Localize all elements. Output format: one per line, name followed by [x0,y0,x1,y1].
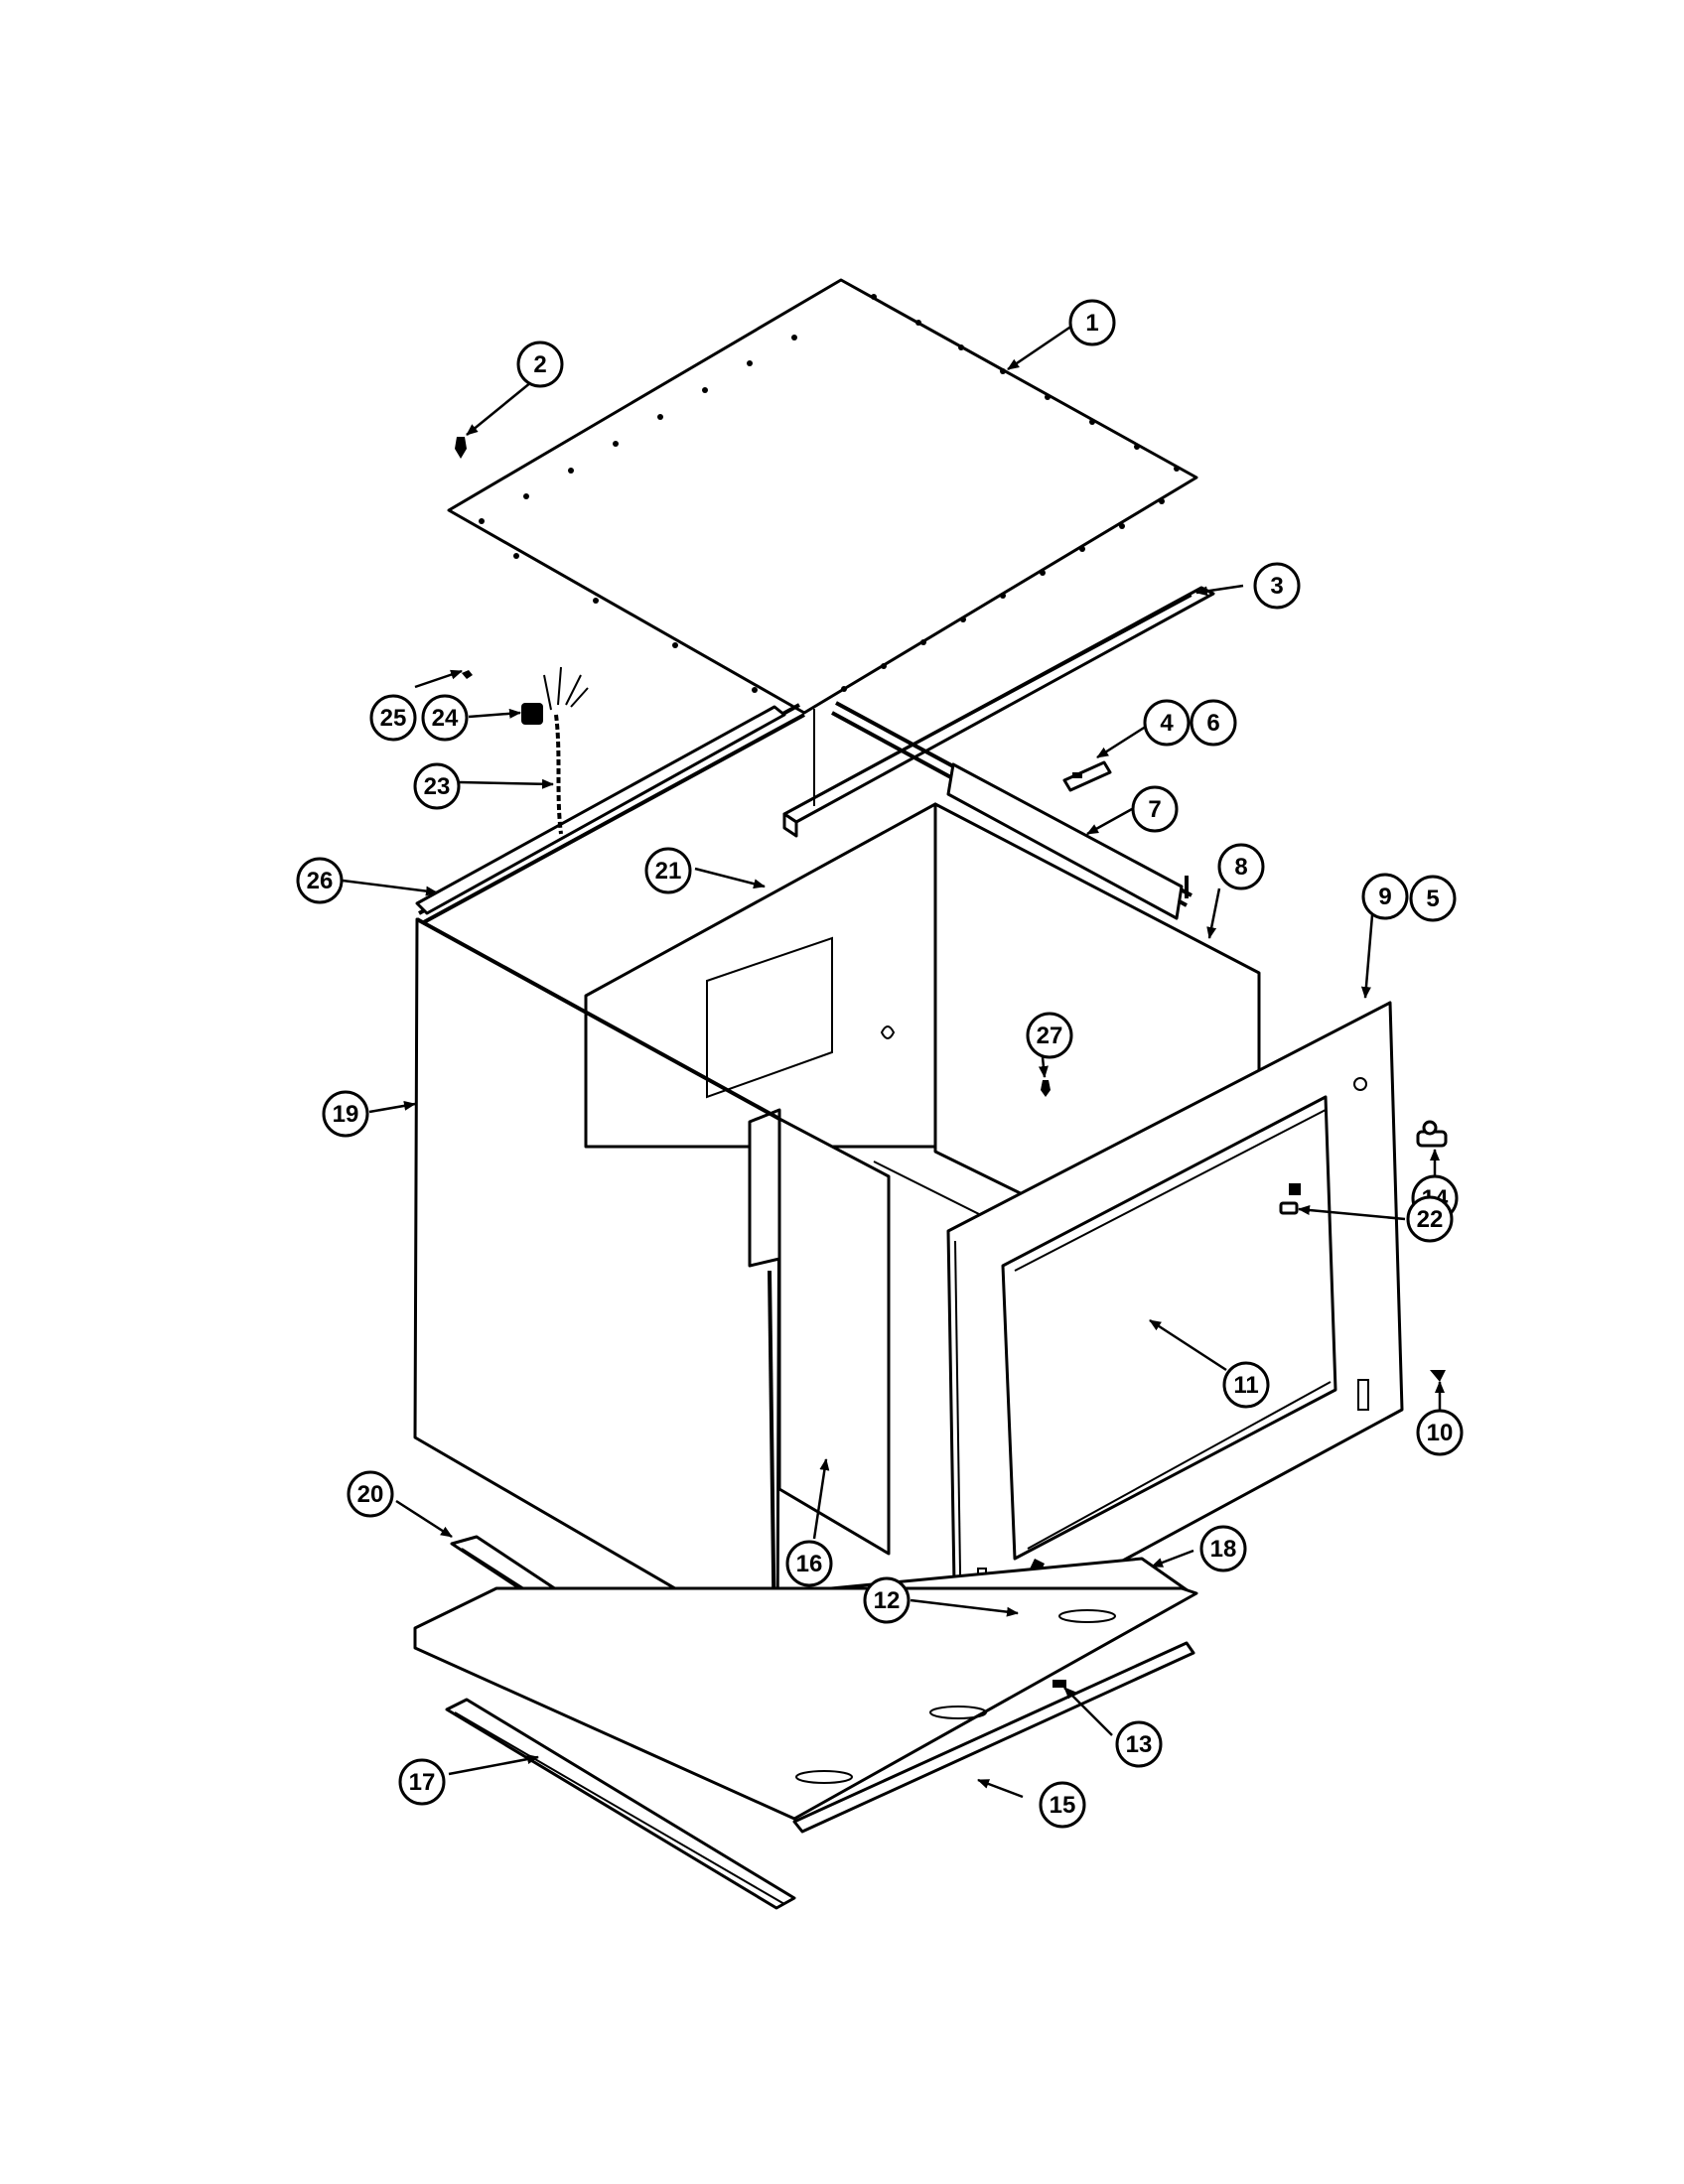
svg-text:20: 20 [357,1481,384,1508]
front-divider-panel [777,1117,891,1556]
svg-text:23: 23 [424,773,451,800]
svg-text:2: 2 [533,351,546,378]
callout-7: 7 [1131,785,1179,833]
callout-8: 8 [1217,843,1265,890]
callout-16: 16 [785,1540,833,1587]
knob [1416,1120,1448,1148]
screw [455,437,467,459]
callout-13: 13 [1115,1720,1163,1768]
svg-text:19: 19 [333,1101,359,1128]
svg-text:25: 25 [380,705,407,732]
callout-3: 3 [1253,562,1301,610]
bracket [1062,760,1112,792]
back-wall [584,802,937,1149]
svg-text:11: 11 [1233,1372,1258,1399]
svg-text:15: 15 [1050,1792,1076,1819]
side-top-rail [946,762,1184,920]
callout-9: 9 [1361,873,1409,920]
svg-text:1: 1 [1085,310,1098,337]
callout-21: 21 [644,847,692,894]
callout-27: 27 [1026,1012,1073,1059]
svg-text:4: 4 [1160,710,1174,737]
top-rear-rail [782,586,1215,838]
callout-22: 22 [1406,1195,1454,1243]
power-cord [462,666,589,835]
svg-text:26: 26 [307,868,334,894]
callout-6: 6 [1190,699,1237,747]
front-bottom-rail [792,1641,1195,1834]
svg-text:13: 13 [1126,1731,1153,1758]
leader-lines [342,324,1445,1799]
callout-11: 11 [1222,1361,1270,1409]
svg-text:7: 7 [1148,796,1161,823]
callout-25: 25 [369,694,417,742]
svg-text:16: 16 [796,1551,823,1577]
top-panel-screw-holes [479,294,1180,693]
left-lower-rail [445,1698,796,1910]
callout-20: 20 [347,1470,394,1518]
callout-4: 4 [1143,699,1191,747]
top-panel [447,278,1198,715]
svg-text:24: 24 [432,705,459,732]
cabinet-body [413,802,1261,1650]
svg-text:10: 10 [1427,1420,1454,1446]
callout-1: 1 [1068,299,1116,346]
base-pan [413,1586,1198,1821]
svg-text:3: 3 [1270,573,1283,600]
svg-text:9: 9 [1378,884,1391,910]
top-left-rail [415,705,786,915]
callout-19: 19 [322,1090,369,1138]
svg-text:8: 8 [1234,854,1247,881]
door-opening [1001,1095,1337,1561]
callout-18: 18 [1199,1525,1247,1572]
svg-text:6: 6 [1206,710,1219,737]
callout-5: 5 [1409,875,1457,922]
screw-small [1430,1370,1446,1382]
callout-12: 12 [863,1576,911,1624]
callout-2: 2 [516,341,564,388]
callout-17: 17 [398,1758,446,1806]
svg-text:12: 12 [874,1587,901,1614]
clip [1279,1201,1299,1215]
callout-24: 24 [421,694,469,742]
callout-10: 10 [1416,1409,1464,1456]
callouts: 1 2 3 4 6 7 8 9 5 10 11 12 13 14 15 16 1… [296,299,1464,1829]
callout-23: 23 [413,762,461,810]
svg-text:21: 21 [655,858,682,885]
front-frame [946,1001,1404,1650]
svg-text:18: 18 [1210,1536,1237,1563]
svg-text:22: 22 [1417,1206,1444,1233]
callout-26: 26 [296,857,344,904]
svg-text:17: 17 [409,1769,436,1796]
svg-text:5: 5 [1426,886,1439,912]
callout-15: 15 [1039,1781,1086,1829]
svg-text:27: 27 [1037,1023,1063,1049]
